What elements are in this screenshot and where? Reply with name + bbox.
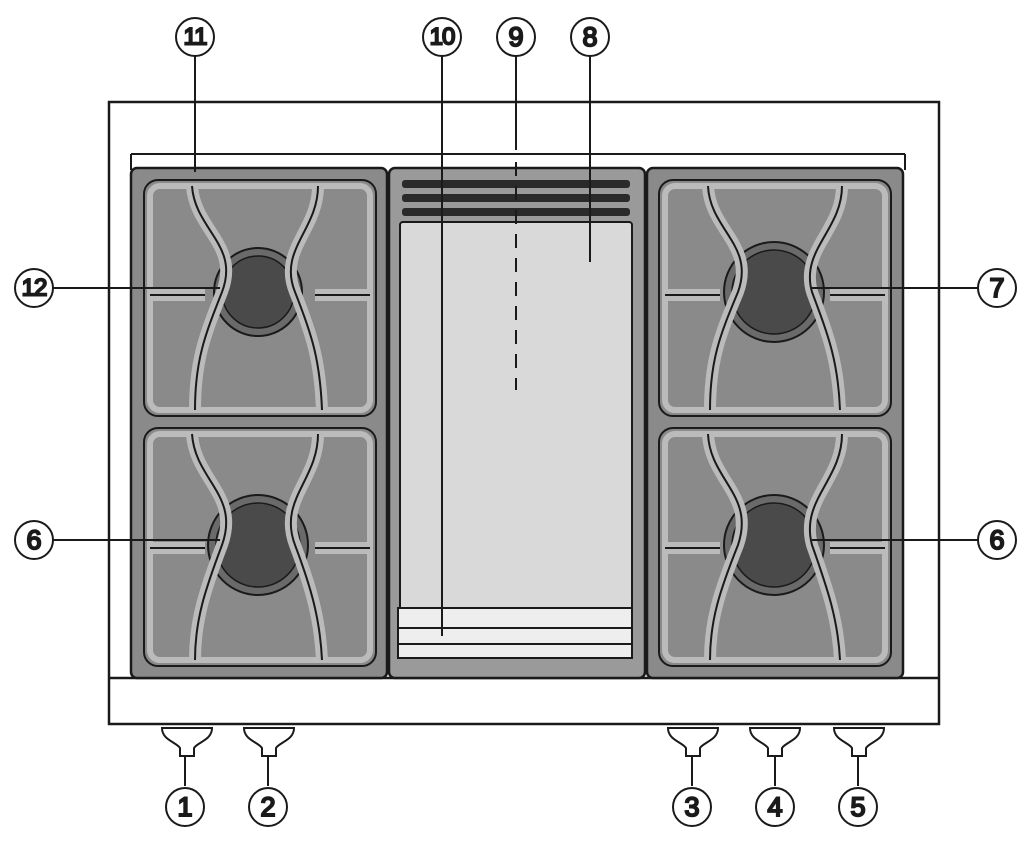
- callout-4: 4: [755, 787, 795, 827]
- callout-5: 5: [838, 787, 878, 827]
- callout-1: 1: [165, 787, 205, 827]
- callout-8: 8: [570, 17, 610, 57]
- callout-8-label: 8: [582, 22, 597, 52]
- griddle-section: [387, 166, 647, 680]
- callout-12: 12: [14, 268, 54, 308]
- callout-6-left-label: 6: [26, 525, 41, 555]
- burner-bottom-left: [207, 494, 309, 596]
- callout-10-label: 10: [430, 24, 455, 51]
- right-burner-section: [645, 166, 905, 680]
- knob-5[interactable]: [832, 727, 886, 757]
- grate-right: [658, 179, 892, 667]
- knob-4[interactable]: [748, 727, 802, 757]
- callout-6-right-label: 6: [989, 525, 1004, 555]
- callout-11-label: 11: [184, 24, 208, 51]
- griddle-plate: [399, 221, 633, 611]
- knob-2[interactable]: [242, 727, 296, 757]
- callouts: 11 10 9 8 12 6 7 6: [14, 17, 1017, 827]
- callout-3: 3: [672, 787, 712, 827]
- callout-1-label: 1: [177, 792, 192, 822]
- callout-4-label: 4: [767, 792, 782, 822]
- grease-trough: [397, 607, 633, 659]
- burner-bottom-right: [723, 494, 825, 596]
- callout-7-label: 7: [989, 273, 1004, 303]
- callout-9-label: 9: [508, 22, 523, 52]
- callout-7: 7: [977, 268, 1017, 308]
- burner-top-right: [723, 241, 825, 343]
- knob-1[interactable]: [160, 727, 214, 757]
- leader-lines: [52, 56, 978, 786]
- callout-3-label: 3: [684, 792, 699, 822]
- callout-11: 11: [175, 17, 215, 57]
- callout-12-label: 12: [22, 275, 47, 302]
- control-knobs: [160, 727, 886, 757]
- callout-6-right: 6: [977, 520, 1017, 560]
- callout-2: 2: [248, 787, 288, 827]
- knob-3[interactable]: [666, 727, 720, 757]
- callout-2-label: 2: [260, 792, 275, 822]
- callout-10: 10: [422, 17, 462, 57]
- left-burner-section: [129, 166, 389, 680]
- callout-6-left: 6: [14, 520, 54, 560]
- burner-top-left: [213, 247, 303, 337]
- callout-9: 9: [496, 17, 536, 57]
- grate-left: [143, 179, 377, 667]
- callout-5-label: 5: [850, 792, 865, 822]
